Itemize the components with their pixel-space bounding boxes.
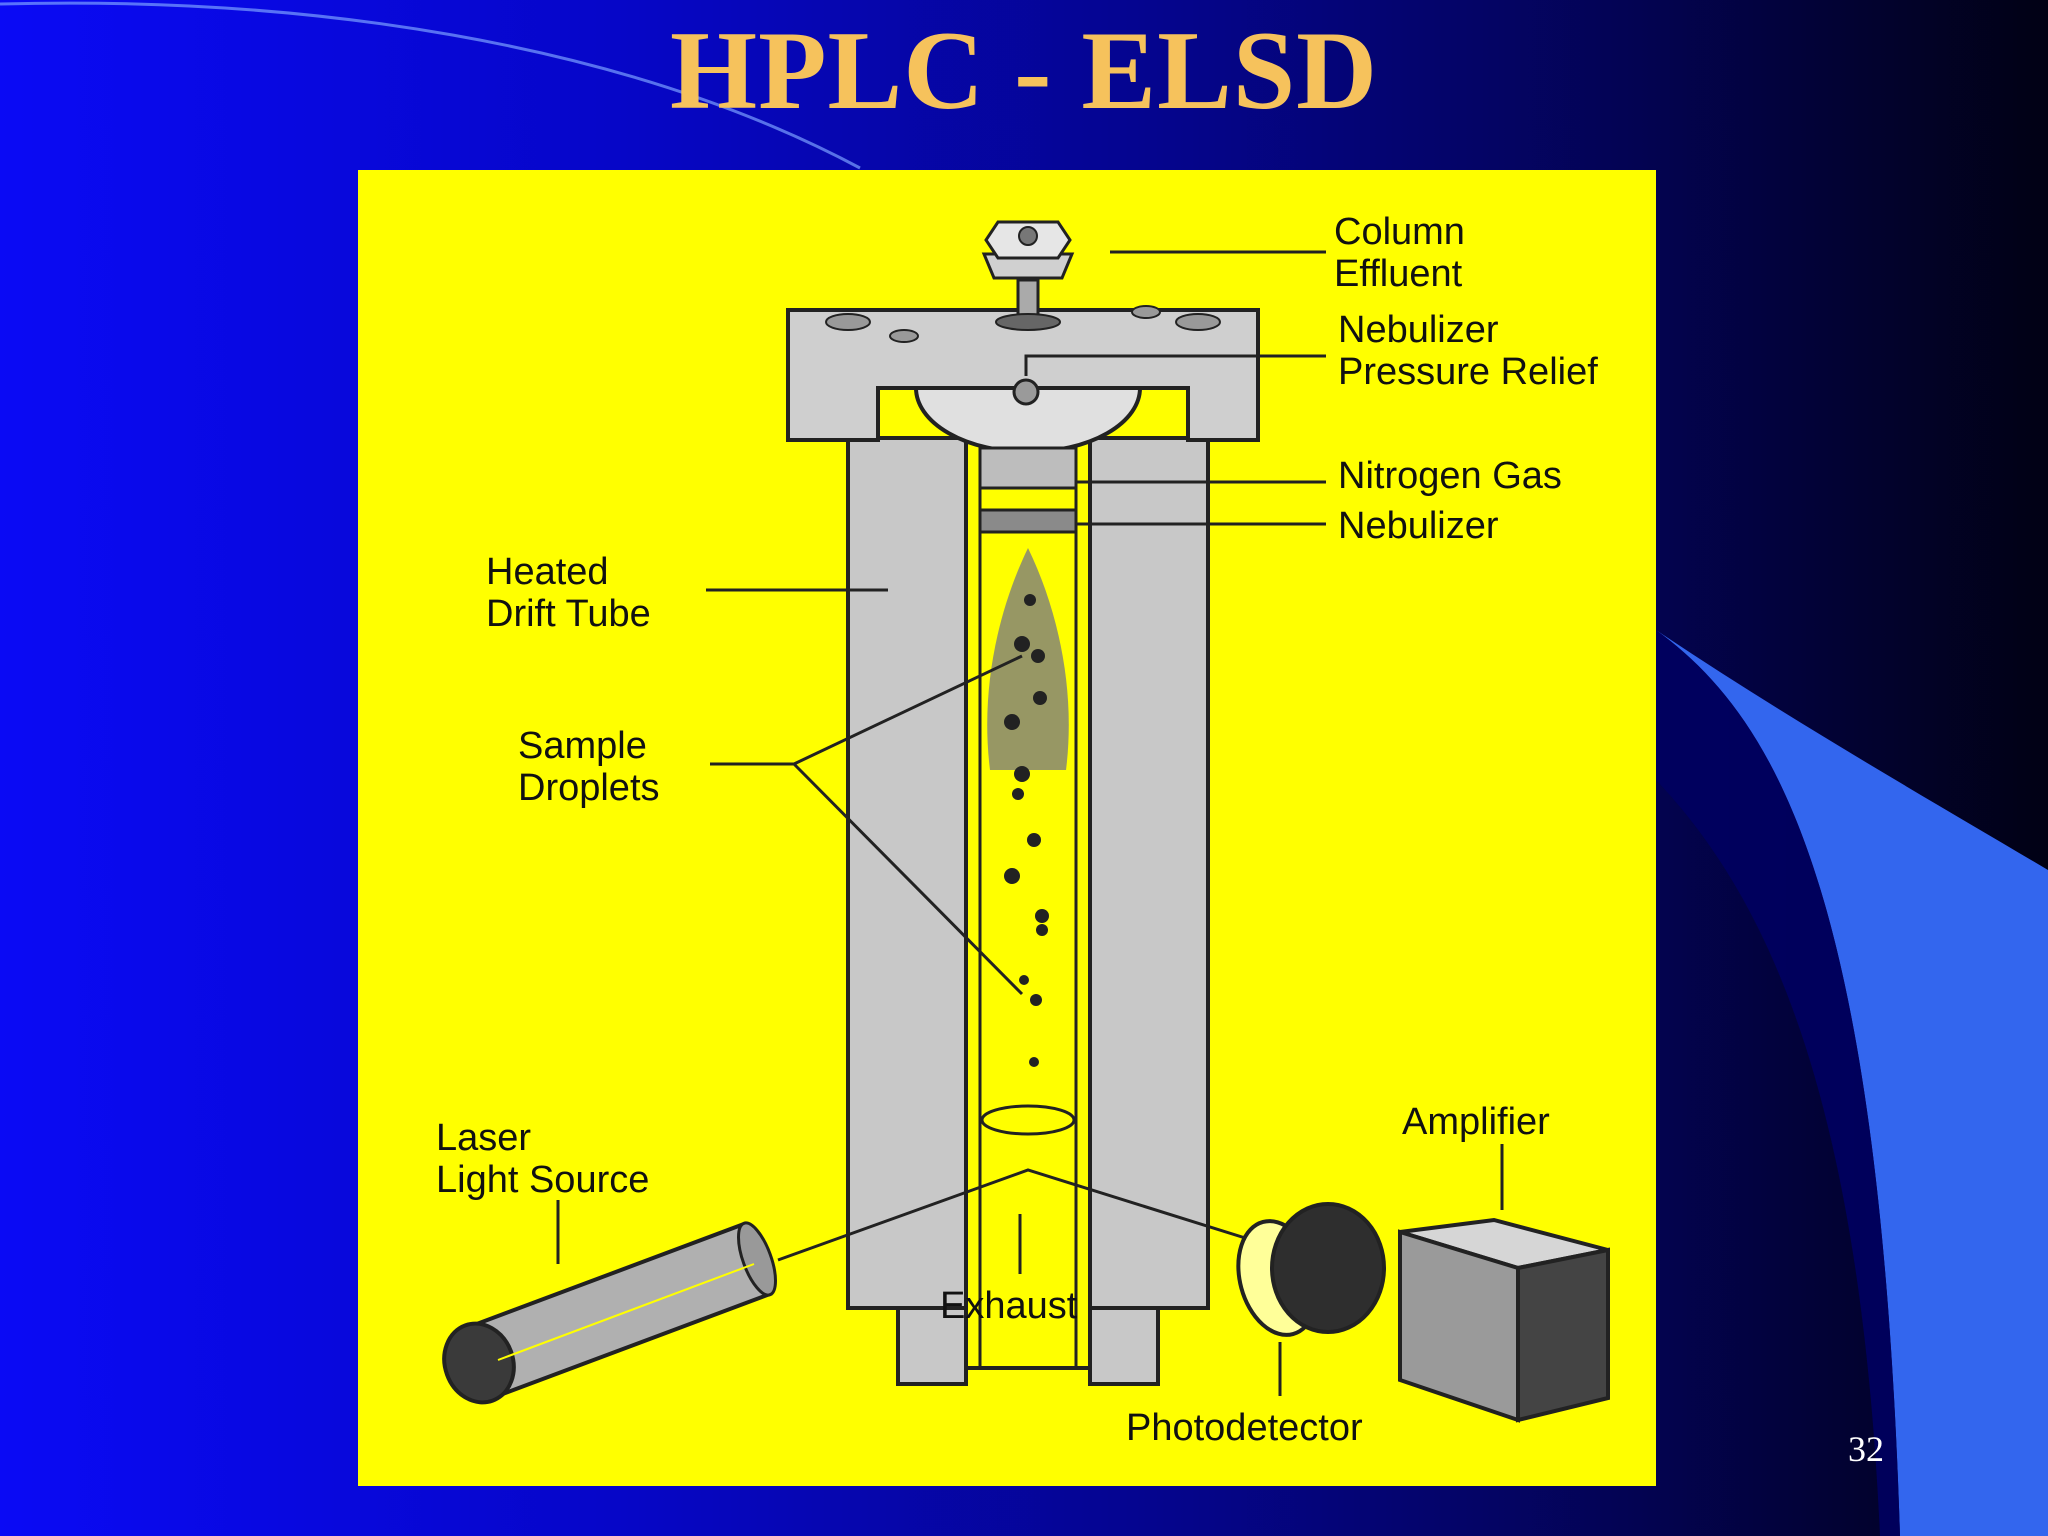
slide-title: HPLC - ELSD	[670, 9, 1378, 133]
background-swoosh-edge	[1656, 630, 1900, 1536]
slide-number: 32	[1848, 1429, 1884, 1469]
exhaust-tube-left	[896, 1306, 968, 1386]
background-arc	[0, 1, 861, 170]
label-nebulizer: Nebulizer	[1338, 505, 1499, 547]
exhaust-tube-right	[1088, 1306, 1160, 1386]
column-effluent-fitting	[981, 220, 1075, 331]
droplet-cone	[987, 548, 1069, 770]
label-exhaust: Exhaust	[940, 1285, 1078, 1327]
photodetector	[1236, 1202, 1386, 1337]
label-photodetector: Photodetector	[1126, 1407, 1363, 1449]
laser-light-source	[442, 1221, 777, 1405]
nitrogen-gas-inlet	[978, 446, 1078, 490]
drift-tube-right-wall	[1088, 436, 1210, 1310]
sample-droplets	[1004, 594, 1049, 1067]
label-nitrogen-gas: Nitrogen Gas	[1338, 455, 1562, 497]
background-swoosh	[1656, 630, 2048, 1536]
drift-tube-left-wall	[846, 436, 968, 1310]
amplifier	[1398, 1217, 1610, 1423]
label-amplifier: Amplifier	[1402, 1101, 1550, 1143]
nebulizer-ring	[978, 508, 1078, 534]
